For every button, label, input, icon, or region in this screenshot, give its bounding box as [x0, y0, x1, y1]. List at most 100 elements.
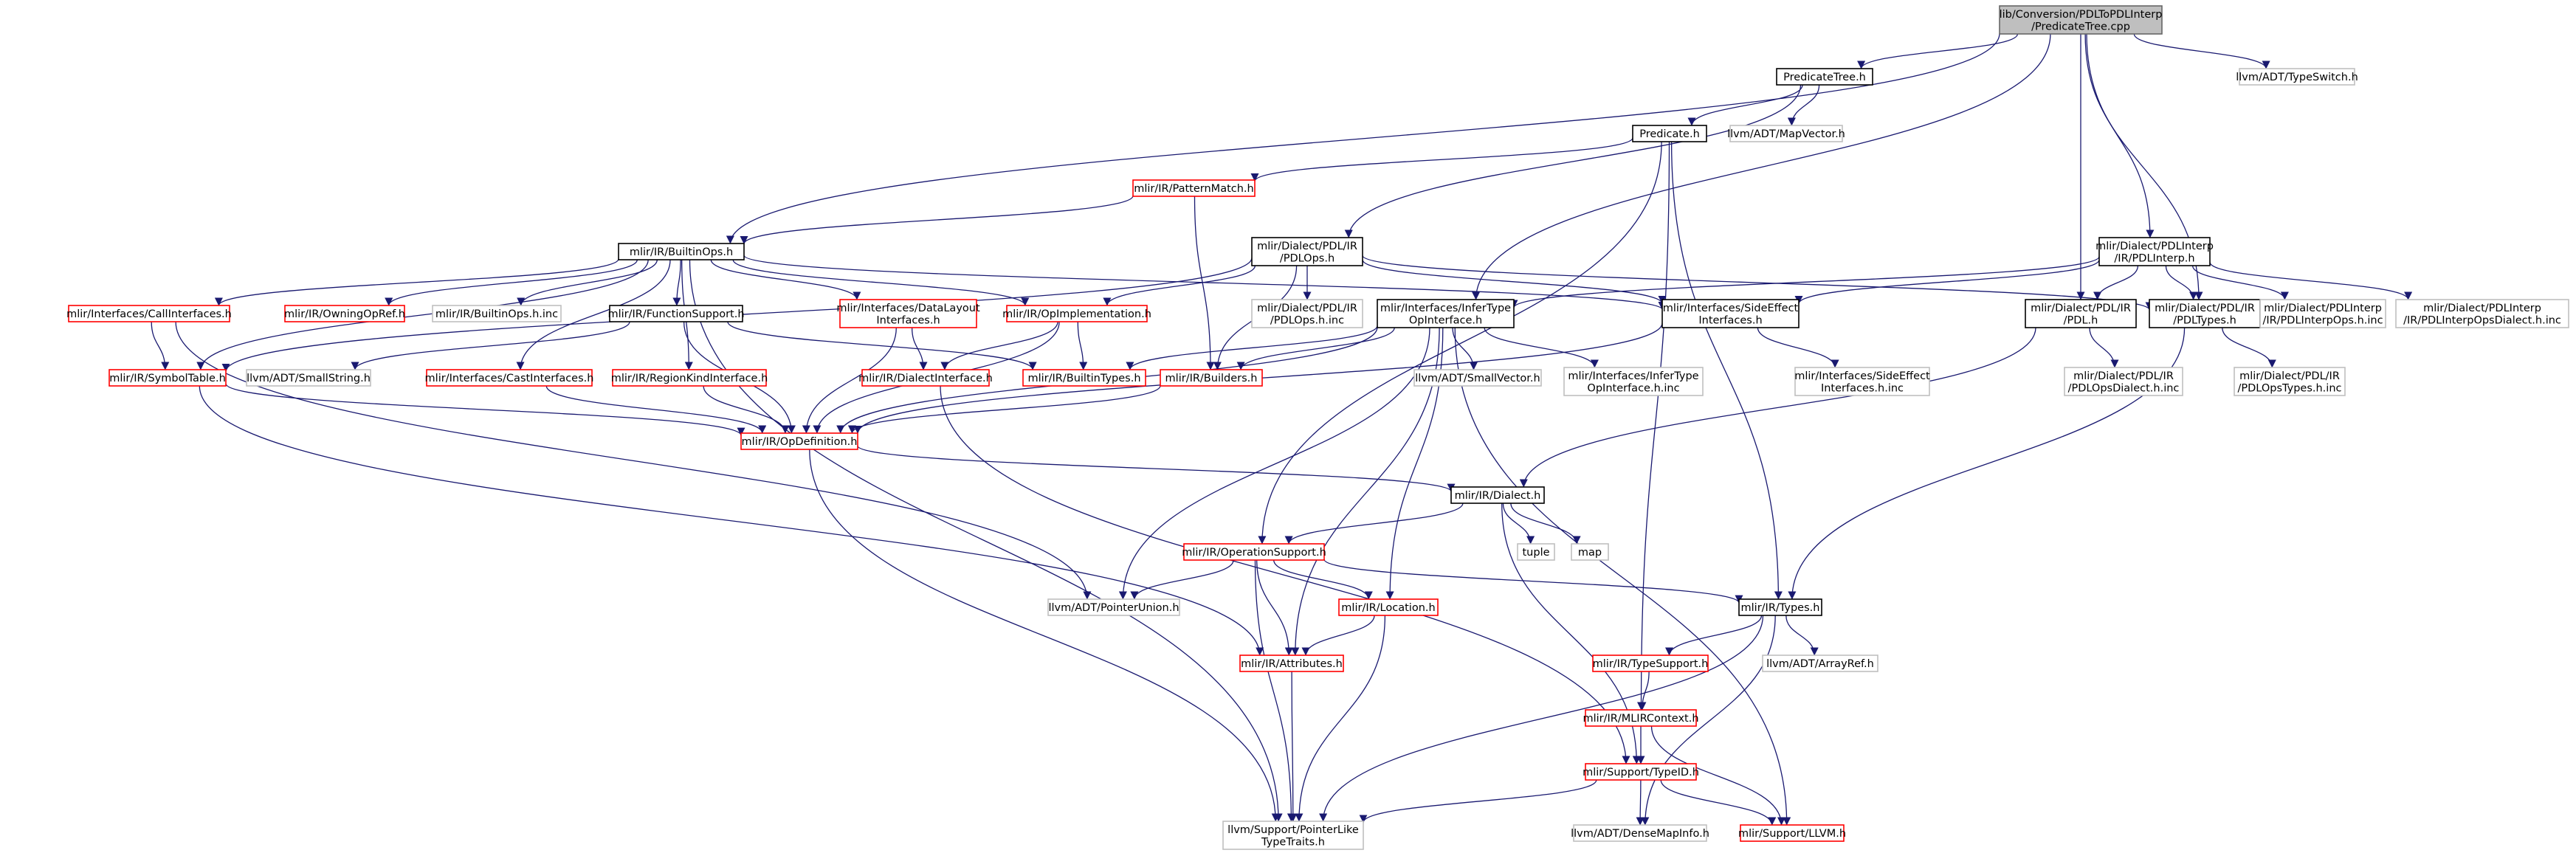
node-box: [1762, 655, 1878, 672]
node-label: mlir/IR/RegionKindInterface.h: [611, 373, 768, 384]
edge-line: [215, 258, 619, 306]
edge-callinterfaces-to-pointerunion: [175, 321, 1092, 600]
node-predicatetree[interactable]: PredicateTree.h: [1776, 68, 1873, 86]
edge-types-to-typesupport: [1665, 615, 1763, 656]
node-label: mlir/Dialect/PDLInterp: [2423, 303, 2541, 314]
node-dialectinterface[interactable]: mlir/IR/DialectInterface.h: [858, 369, 993, 387]
node-box: [1006, 305, 1148, 322]
node-pointerunion: llvm/ADT/PointerUnion.h: [1047, 598, 1180, 616]
edge-line: [809, 449, 1280, 822]
node-box: [1585, 709, 1697, 727]
node-box: [1592, 655, 1709, 672]
node-opdefinition[interactable]: mlir/IR/OpDefinition.h: [740, 432, 858, 450]
node-label: llvm/ADT/DenseMapInfo.h: [1571, 828, 1709, 840]
node-mapvector: llvm/ADT/MapVector.h: [1727, 125, 1845, 142]
edge-line: [516, 259, 671, 370]
node-typesupport[interactable]: mlir/IR/TypeSupport.h: [1592, 655, 1709, 672]
edge-line: [2133, 33, 2270, 69]
node-label: /PDLOps.h: [1280, 252, 1335, 264]
edge-pdlops-to-opimplementation: [1103, 265, 1256, 306]
edge-line: [2093, 265, 2139, 300]
node-pdlh[interactable]: mlir/Dialect/PDL/IR/PDL.h: [2025, 299, 2137, 328]
edge-location-to-attributes: [1301, 615, 1375, 656]
node-location[interactable]: mlir/IR/Location.h: [1338, 598, 1439, 616]
node-typeid[interactable]: mlir/Support/TypeID.h: [1583, 763, 1699, 781]
node-box: [1413, 369, 1542, 387]
node-label: llvm/ADT/PointerUnion.h: [1048, 602, 1179, 614]
node-box: [246, 369, 371, 387]
edge-line: [1641, 615, 1776, 826]
node-owningopref[interactable]: mlir/IR/OwningOpRef.h: [284, 305, 405, 322]
node-pdltypes[interactable]: mlir/Dialect/PDL/IR/PDLTypes.h: [2149, 299, 2261, 328]
node-builtintypes[interactable]: mlir/IR/BuiltinTypes.h: [1022, 369, 1146, 387]
node-builders[interactable]: mlir/IR/Builders.h: [1160, 369, 1263, 387]
node-llvmh[interactable]: mlir/Support/LLVM.h: [1738, 824, 1846, 842]
edge-line: [1103, 265, 1256, 306]
node-box: [2098, 237, 2211, 266]
node-types[interactable]: mlir/IR/Types.h: [1738, 598, 1822, 616]
node-operationsupport[interactable]: mlir/IR/OperationSupport.h: [1182, 543, 1326, 561]
edge-line: [1077, 321, 1088, 370]
node-label: mlir/Dialect/PDL/IR: [2031, 303, 2131, 314]
node-pdlopsinc: mlir/Dialect/PDL/IR/PDLOps.h.inc: [1251, 299, 1363, 328]
node-box: [1239, 655, 1344, 672]
edge-builtinops-to-symboltable: [196, 259, 649, 370]
edge-typeid-to-densemapinfo: [1636, 779, 1645, 826]
node-label: Interfaces.h: [1698, 314, 1762, 326]
node-root[interactable]: lib/Conversion/PDLToPDLInterp/PredicateT…: [1999, 5, 2163, 35]
node-label: mlir/Dialect/PDL/IR: [2239, 370, 2340, 382]
node-box: [1251, 299, 1363, 328]
node-label: llvm/ADT/SmallVector.h: [1415, 373, 1540, 384]
node-box: [1450, 486, 1545, 504]
node-regionkind[interactable]: mlir/IR/RegionKindInterface.h: [611, 369, 768, 387]
node-castinterfaces[interactable]: mlir/Interfaces/CastInterfaces.h: [425, 369, 594, 387]
node-patternmatch[interactable]: mlir/IR/PatternMatch.h: [1132, 179, 1256, 197]
node-attributes[interactable]: mlir/IR/Attributes.h: [1239, 655, 1344, 672]
node-pdlinterp[interactable]: mlir/Dialect/PDLInterp/IR/PDLInterp.h: [2095, 237, 2214, 266]
edge-datalayout-to-dialectinterface: [911, 327, 928, 370]
node-box: [1776, 68, 1873, 86]
node-functionsupport[interactable]: mlir/IR/FunctionSupport.h: [607, 305, 745, 322]
edge-line: [1510, 503, 1581, 545]
edge-pdlops-to-sideeffect: [1362, 259, 1667, 305]
node-box: [1632, 125, 1707, 142]
node-box: [2025, 299, 2137, 328]
edge-line: [940, 385, 1630, 764]
node-label: OpInterface.h: [1409, 314, 1482, 326]
edge-line: [1787, 84, 1820, 126]
node-layer: lib/Conversion/PDLToPDLInterp/PredicateT…: [66, 5, 2569, 850]
edge-infertype-to-llvmh: [1454, 327, 1791, 826]
edge-opimplementation-to-builtintypes: [1077, 321, 1088, 370]
edge-line: [1118, 327, 1430, 600]
edge-builtinops-to-owningopref: [385, 259, 638, 306]
node-symboltable[interactable]: mlir/IR/SymbolTable.h: [109, 369, 227, 387]
node-label: OpInterface.h.inc: [1587, 382, 1679, 394]
edge-symboltable-to-opdefinition: [225, 383, 745, 436]
node-pdlops[interactable]: mlir/Dialect/PDL/IR/PDLOps.h: [1251, 237, 1363, 266]
node-opimplementation[interactable]: mlir/IR/OpImplementation.h: [1002, 305, 1151, 322]
node-callinterfaces[interactable]: mlir/Interfaces/CallInterfaces.h: [66, 305, 232, 322]
node-mlircontext[interactable]: mlir/IR/MLIRContext.h: [1583, 709, 1699, 727]
node-box: [1661, 299, 1800, 328]
edge-line: [545, 385, 767, 434]
node-sideeffectinc: mlir/Interfaces/SideEffectInterfaces.h.i…: [1794, 367, 1930, 396]
edge-operationsupport-to-types: [1323, 559, 1743, 604]
edge-line: [2165, 265, 2198, 300]
edge-dialect-to-tuple: [1502, 503, 1535, 545]
edge-line: [1665, 615, 1763, 656]
node-predicate[interactable]: Predicate.h: [1632, 125, 1707, 142]
node-smallvector: llvm/ADT/SmallVector.h: [1413, 369, 1542, 387]
node-box: [609, 305, 743, 322]
node-dialect[interactable]: mlir/IR/Dialect.h: [1450, 486, 1545, 504]
edge-functionsupport-to-builtintypes: [727, 321, 1037, 370]
node-builtinops[interactable]: mlir/IR/BuiltinOps.h: [618, 243, 745, 260]
node-label: mlir/IR/Types.h: [1741, 602, 1820, 614]
edge-line: [1236, 327, 1395, 370]
edge-typesupport-to-mlircontext: [1638, 671, 1650, 711]
edge-sideeffect-to-sideeffectinc: [1757, 327, 1839, 368]
node-box: [1571, 543, 1609, 561]
